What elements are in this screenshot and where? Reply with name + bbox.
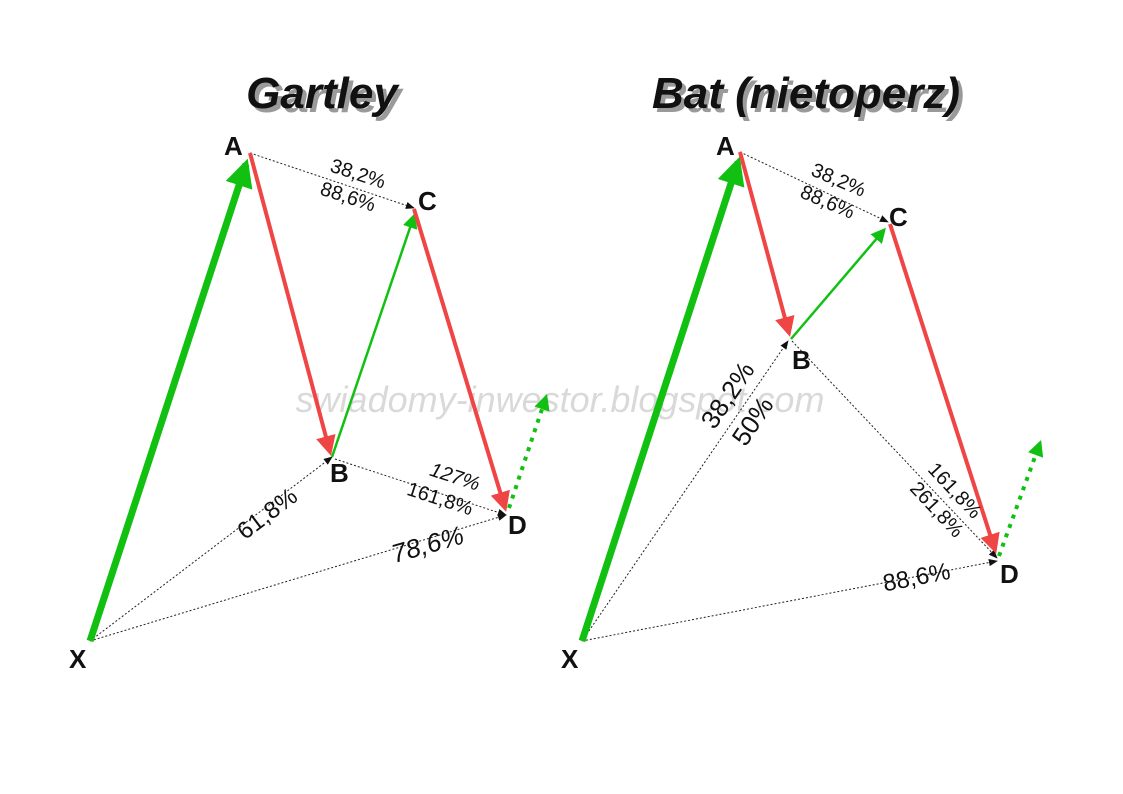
gartley-point-b: B xyxy=(330,458,349,488)
bat-pattern: Bat (nietoperz) Bat (nietoperz) A C B D … xyxy=(561,69,1044,674)
watermark: swiadomy-inwestor.blogspot.com xyxy=(296,379,825,420)
gartley-ac-guide xyxy=(249,152,415,209)
bat-point-a: A xyxy=(716,131,735,161)
bat-point-d: D xyxy=(1000,559,1019,589)
gartley-ratio-xd: 78,6% xyxy=(388,520,467,569)
bat-point-c: C xyxy=(889,202,908,232)
bat-ac-guide xyxy=(739,151,889,223)
gartley-point-d: D xyxy=(508,510,527,540)
bat-leg-bc xyxy=(790,227,886,340)
gartley-leg-xa xyxy=(86,158,253,643)
gartley-title: Gartley xyxy=(246,69,400,118)
gartley-point-x: X xyxy=(69,644,87,674)
gartley-title-shadow: Gartley xyxy=(250,73,404,122)
bat-xd-guide xyxy=(581,558,998,642)
gartley-xb-guide xyxy=(89,456,333,642)
bat-point-x: X xyxy=(561,644,579,674)
bat-ratio-xd: 88,6% xyxy=(881,558,953,597)
bat-title-shadow: Bat (nietoperz) xyxy=(656,73,964,122)
gartley-leg-ab xyxy=(248,152,336,456)
bat-projection xyxy=(997,439,1044,557)
gartley-bd-guide xyxy=(334,458,507,516)
gartley-leg-cd xyxy=(412,208,510,512)
bat-bd-guide xyxy=(791,340,998,559)
bat-leg-ab xyxy=(738,151,795,337)
gartley-point-a: A xyxy=(224,131,243,161)
gartley-xd-guide xyxy=(89,513,507,642)
bat-leg-xa xyxy=(578,156,745,643)
gartley-leg-bc xyxy=(330,213,418,458)
bat-point-b: B xyxy=(792,345,811,375)
gartley-point-c: C xyxy=(418,186,437,216)
gartley-ratio-xb: 61,8% xyxy=(232,483,303,546)
bat-title: Bat (nietoperz) xyxy=(652,69,960,118)
bat-xb-guide xyxy=(581,340,789,642)
bat-leg-cd xyxy=(888,223,1000,554)
gartley-pattern: Gartley Gartley A C B D X 38,2% 88,6% 61… xyxy=(69,69,550,674)
